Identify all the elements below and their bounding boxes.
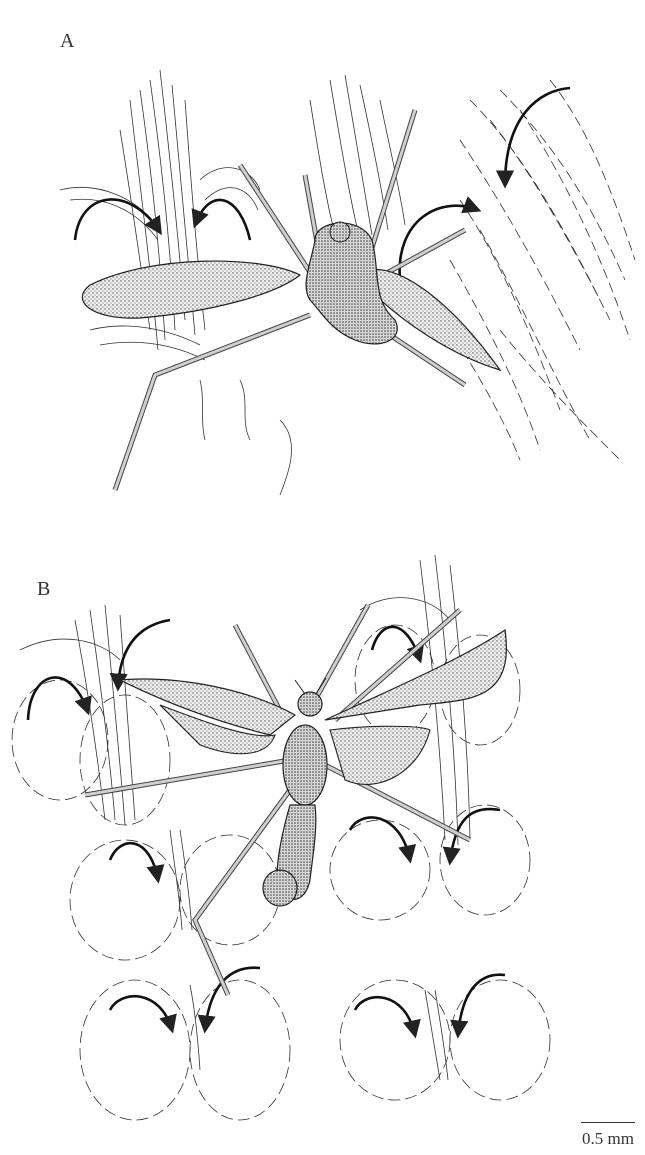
- insect-thorax-b: [283, 725, 327, 805]
- airflow-arrow-a-2: [195, 200, 250, 240]
- panel-b-figure: [12, 555, 550, 1120]
- airflow-arrow-b-4: [110, 843, 158, 880]
- airflow-arrow-a-1: [75, 199, 160, 240]
- airflow-arrow-a-4: [505, 88, 570, 185]
- airflow-arrow-b-10: [458, 975, 505, 1035]
- airflow-arrow-b-2: [118, 620, 170, 688]
- legs-b: [85, 605, 470, 995]
- scale-bar: 0.5 mm: [577, 1122, 639, 1149]
- airflow-arrow-b-5: [350, 818, 410, 860]
- insect-abdomen-tip-b: [263, 870, 297, 906]
- airflow-arrow-b-7: [110, 996, 172, 1030]
- insect-head-b: [298, 692, 322, 716]
- airflow-lines-b: [20, 555, 470, 1080]
- scale-bar-line: [581, 1122, 635, 1123]
- insect-head-a: [330, 222, 350, 242]
- panel-a-figure: [60, 70, 635, 495]
- scale-bar-label: 0.5 mm: [577, 1129, 639, 1149]
- airflow-arrow-b-1: [28, 677, 88, 720]
- airflow-arrow-b-3: [372, 627, 420, 660]
- airflow-arrow-b-8: [205, 968, 260, 1030]
- wing-b-right-lower: [330, 726, 430, 784]
- airflow-arrow-b-9: [355, 997, 415, 1035]
- airflow-lines-a-right: [430, 80, 635, 460]
- wing-a-left: [82, 261, 300, 318]
